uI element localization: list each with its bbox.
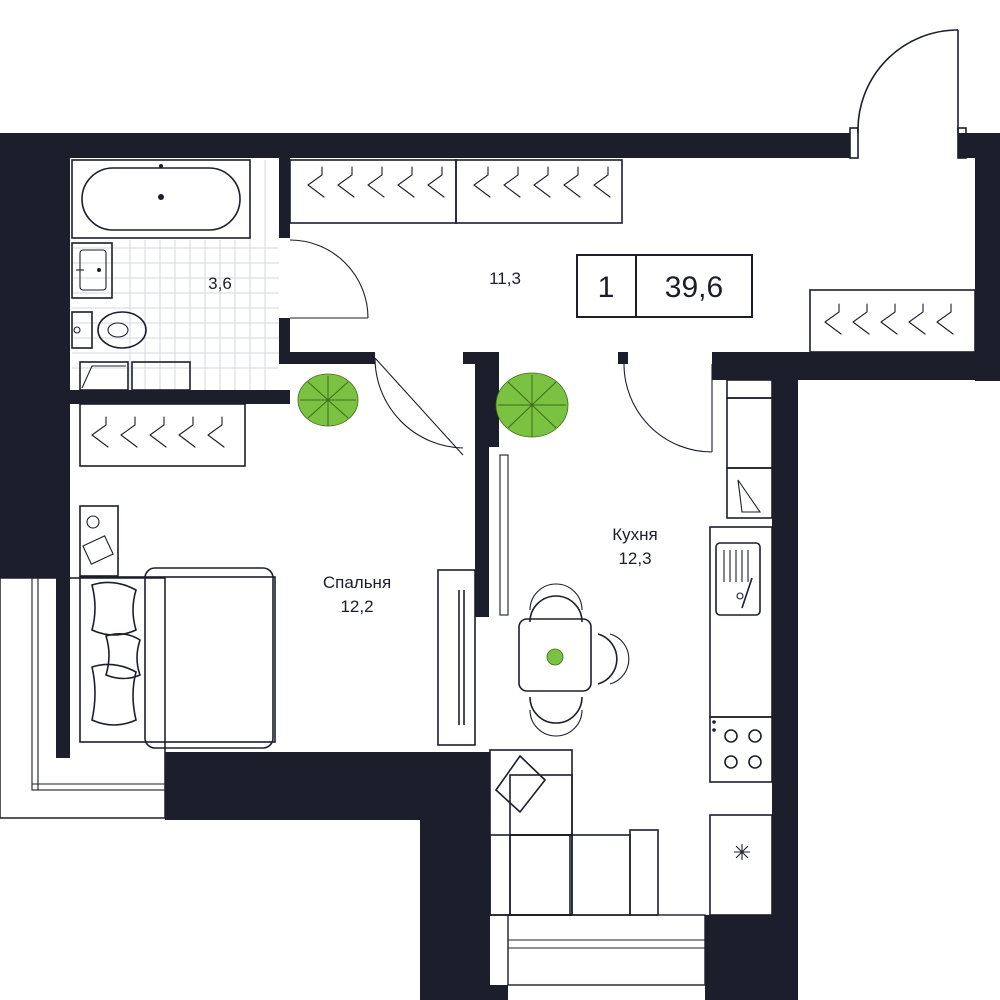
wardrobe-icon [289,159,623,224]
bed-icon [79,567,276,749]
bathroom-area: 3,6 [208,274,232,293]
kitchen-sink-icon [715,542,761,616]
bedroom-name: Спальня [323,573,391,592]
sink-icon [71,242,113,299]
apartment-summary-badge: 1 39,6 [576,254,753,318]
kitchen: Кухня 12,3 [489,363,773,916]
rooms-count: 1 [598,271,615,304]
kitchen-door-icon [623,363,713,453]
bathroom: 3,6 [71,159,369,391]
washing-machine-icon [79,361,191,391]
bathroom-door-icon [289,239,369,319]
plant-icon [297,373,359,427]
walls [0,133,1000,1000]
toilet-icon [71,311,147,349]
sofa-icon [489,749,659,916]
wardrobe-icon [809,289,976,353]
hallway: 11,3 1 39,6 [289,159,976,353]
bedroom: Спальня 12,2 [79,357,476,749]
bedroom-area: 12,2 [340,597,373,616]
fridge-icon [734,844,750,860]
kitchen-name: Кухня [612,525,658,544]
dining-table-icon [518,583,630,737]
sliding-door-icon [499,454,509,616]
nightstand-icon [79,505,119,577]
bathroom-tiles [72,160,279,390]
wardrobe-icon [79,403,246,467]
entrance-door-icon [849,29,967,159]
total-area: 39,6 [665,271,723,304]
balcony [0,577,166,819]
kitchen-cabinets [709,379,773,916]
kitchen-window [507,914,706,986]
plant-icon [495,372,569,438]
cabinet-icon [437,569,476,746]
kitchen-area: 12,3 [618,549,651,568]
bathtub-icon [71,159,251,239]
hallway-area: 11,3 [489,269,521,288]
stove-icon [712,720,762,769]
bedroom-door-icon [374,357,464,456]
